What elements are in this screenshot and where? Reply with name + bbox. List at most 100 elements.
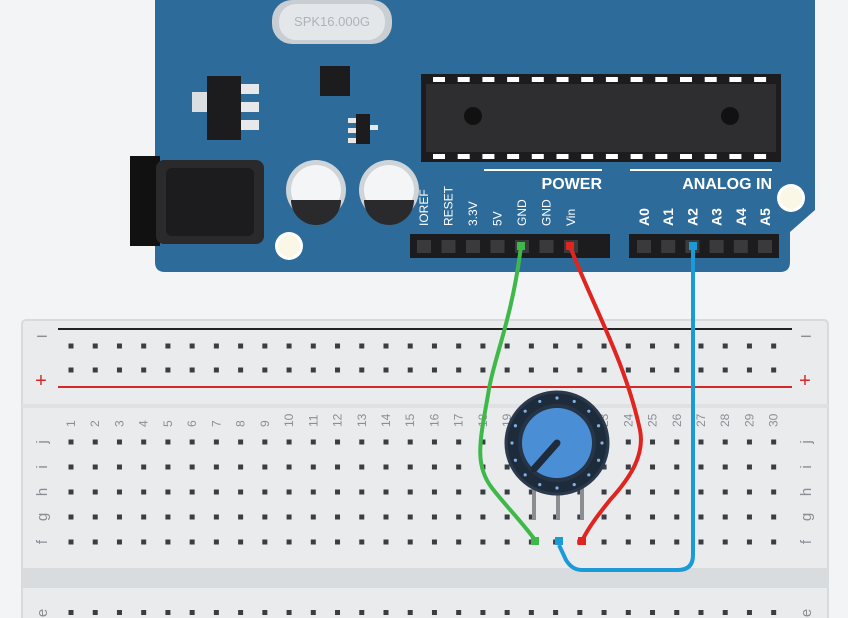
breadboard-hole[interactable] [141,514,147,520]
breadboard-hole[interactable] [262,464,268,470]
breadboard-hole[interactable] [165,439,171,445]
breadboard-hole[interactable] [141,610,147,615]
rail-hole[interactable] [238,367,244,373]
rail-hole[interactable] [68,367,74,373]
rail-hole[interactable] [189,343,195,349]
rail-hole[interactable] [407,343,413,349]
breadboard-hole[interactable] [189,489,195,495]
breadboard-hole[interactable] [553,514,559,520]
breadboard-hole[interactable] [92,489,98,495]
breadboard-hole[interactable] [625,489,631,495]
breadboard-hole[interactable] [68,489,74,495]
breadboard-hole[interactable] [431,610,437,615]
analog-pin-socket[interactable] [637,240,651,253]
breadboard-hole[interactable] [141,539,147,545]
analog-pin-socket[interactable] [758,240,772,253]
breadboard-hole[interactable] [456,439,462,445]
breadboard-hole[interactable] [698,514,704,520]
breadboard-hole[interactable] [359,539,365,545]
breadboard-hole[interactable] [238,464,244,470]
breadboard-hole[interactable] [286,489,292,495]
breadboard-hole[interactable] [625,464,631,470]
breadboard-hole[interactable] [238,489,244,495]
breadboard-hole[interactable] [92,610,98,615]
breadboard-hole[interactable] [141,464,147,470]
breadboard-hole[interactable] [746,539,752,545]
breadboard-hole[interactable] [335,464,341,470]
breadboard-hole[interactable] [407,489,413,495]
breadboard-hole[interactable] [359,610,365,615]
rail-hole[interactable] [335,343,341,349]
breadboard-hole[interactable] [674,514,680,520]
power-pin-socket[interactable] [417,240,431,253]
breadboard-hole[interactable] [189,439,195,445]
breadboard-hole[interactable] [335,489,341,495]
breadboard-hole[interactable] [746,610,752,615]
rail-hole[interactable] [165,367,171,373]
rail-hole[interactable] [431,367,437,373]
breadboard-hole[interactable] [383,610,389,615]
rail-hole[interactable] [625,343,631,349]
breadboard-hole[interactable] [238,539,244,545]
rail-hole[interactable] [262,343,268,349]
breadboard-hole[interactable] [116,464,122,470]
breadboard-hole[interactable] [213,514,219,520]
breadboard-hole[interactable] [407,514,413,520]
breadboard-hole[interactable] [68,464,74,470]
breadboard-hole[interactable] [310,514,316,520]
breadboard-hole[interactable] [165,610,171,615]
rail-hole[interactable] [480,343,486,349]
breadboard-hole[interactable] [165,539,171,545]
breadboard-hole[interactable] [746,439,752,445]
power-pin-socket[interactable] [441,240,456,253]
breadboard-hole[interactable] [407,439,413,445]
breadboard-hole[interactable] [383,539,389,545]
breadboard-hole[interactable] [189,539,195,545]
breadboard-hole[interactable] [407,610,413,615]
breadboard-hole[interactable] [310,439,316,445]
breadboard-hole[interactable] [601,539,607,545]
breadboard-hole[interactable] [286,464,292,470]
breadboard-hole[interactable] [698,439,704,445]
power-pin-socket[interactable] [539,240,554,253]
breadboard-hole[interactable] [359,514,365,520]
breadboard-hole[interactable] [722,539,728,545]
breadboard-hole[interactable] [310,539,316,545]
rail-hole[interactable] [553,367,559,373]
rail-hole[interactable] [650,343,656,349]
breadboard-hole[interactable] [262,489,268,495]
rail-hole[interactable] [141,343,147,349]
rail-hole[interactable] [407,367,413,373]
breadboard-hole[interactable] [92,439,98,445]
breadboard-hole[interactable] [504,489,510,495]
breadboard-hole[interactable] [625,539,631,545]
analog-pin-socket[interactable] [661,240,676,253]
breadboard-hole[interactable] [456,489,462,495]
breadboard-hole[interactable] [504,610,510,615]
breadboard-hole[interactable] [577,514,583,520]
breadboard-hole[interactable] [456,464,462,470]
rail-hole[interactable] [213,343,219,349]
breadboard-hole[interactable] [359,489,365,495]
breadboard-hole[interactable] [262,514,268,520]
breadboard-hole[interactable] [601,489,607,495]
breadboard-hole[interactable] [286,610,292,615]
breadboard-hole[interactable] [359,464,365,470]
breadboard-hole[interactable] [431,514,437,520]
breadboard-hole[interactable] [722,439,728,445]
breadboard-hole[interactable] [407,539,413,545]
breadboard-hole[interactable] [189,610,195,615]
wire-a2[interactable] [557,246,695,572]
breadboard-hole[interactable] [698,539,704,545]
breadboard-hole[interactable] [771,514,777,520]
breadboard-hole[interactable] [310,489,316,495]
breadboard-hole[interactable] [674,539,680,545]
breadboard-hole[interactable] [189,464,195,470]
breadboard-hole[interactable] [625,439,631,445]
breadboard-hole[interactable] [262,439,268,445]
breadboard-hole[interactable] [213,464,219,470]
breadboard-hole[interactable] [335,514,341,520]
rail-hole[interactable] [577,367,583,373]
breadboard-hole[interactable] [310,610,316,615]
breadboard-hole[interactable] [771,464,777,470]
